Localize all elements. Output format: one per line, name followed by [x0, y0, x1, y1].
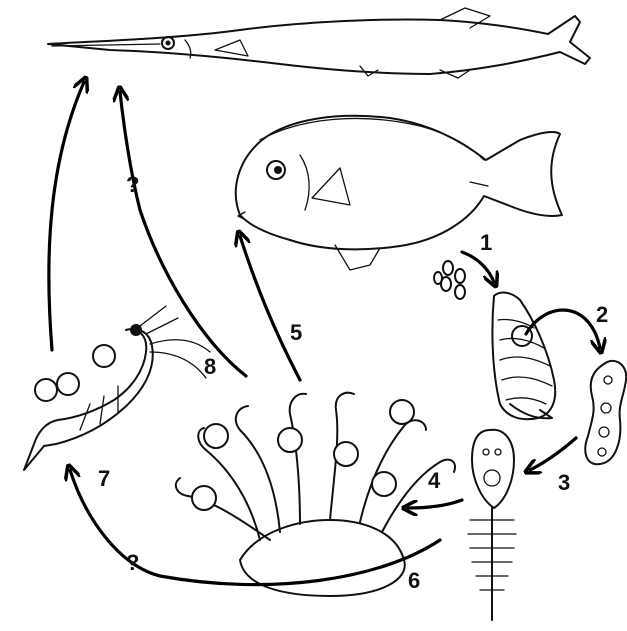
uncertain-mark-6: ? — [126, 550, 139, 575]
step-label-7: 7 — [98, 466, 110, 491]
snail-icon — [492, 293, 555, 420]
step-label-5: 5 — [290, 320, 302, 345]
step-label-1: 1 — [480, 230, 492, 255]
uncertain-mark-8: ? — [126, 172, 139, 197]
step-label-2: 2 — [596, 302, 608, 327]
anemone-icon — [176, 393, 455, 596]
surgeonfish-icon — [236, 116, 562, 270]
step-label-4: 4 — [428, 468, 441, 493]
cercaria-icon — [468, 430, 516, 620]
step-label-6: 6 — [408, 568, 420, 593]
arrow-step-4 — [408, 500, 462, 508]
arrow-step-1 — [462, 252, 494, 282]
egg-cluster-icon — [434, 261, 465, 299]
step-label-8: 8 — [204, 354, 216, 379]
arrow-step-3 — [530, 438, 576, 470]
arrow-step-7 — [49, 82, 84, 350]
arrow-step-5 — [240, 236, 300, 380]
needlefish-icon — [48, 8, 590, 78]
sporocyst-icon — [585, 361, 626, 464]
step-label-3: 3 — [558, 470, 570, 495]
